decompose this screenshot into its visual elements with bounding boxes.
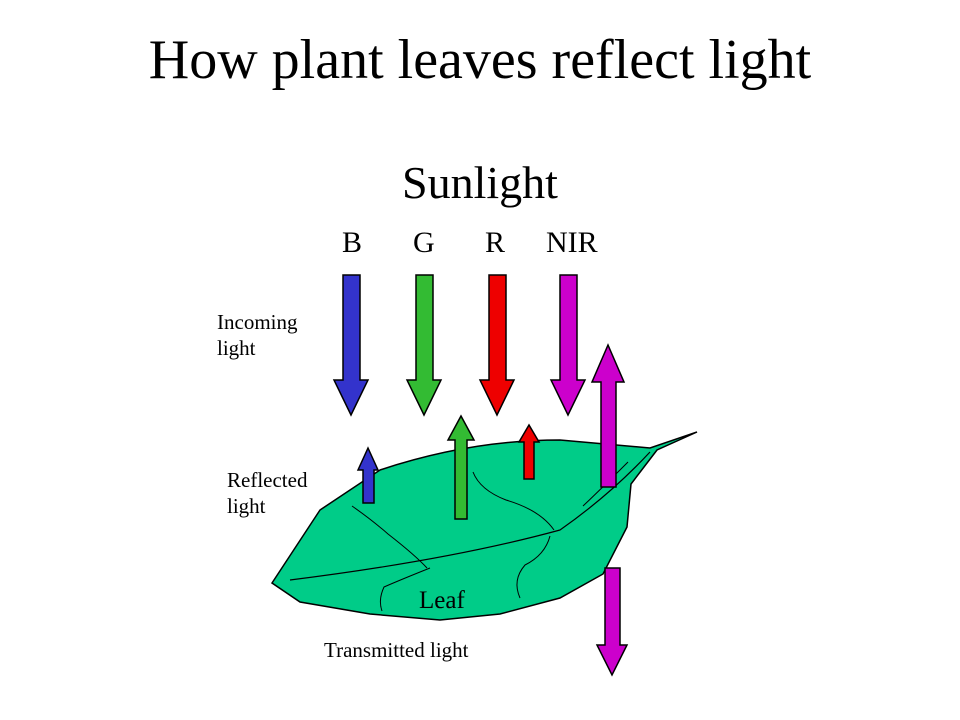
reflected-nir-arrow [590,343,626,488]
band-label-nir: NIR [546,226,598,259]
incoming-light-label: Incoming light [217,310,298,360]
transmitted-nir-arrow [595,567,629,677]
incoming-red-arrow [478,274,516,417]
leaf-midrib [289,451,651,581]
leaf-vein [379,567,431,612]
transmitted-light-label: Transmitted light [324,638,469,662]
reflected-red-arrow [517,423,541,480]
reflected-light-label: Reflected light [227,468,308,518]
leaf-shape [270,431,698,621]
incoming-green-arrow [405,274,443,417]
leaf-vein [351,505,428,569]
sunlight-label: Sunlight [402,157,558,208]
leaf-vein [472,471,555,531]
reflected-green-arrow [446,414,476,520]
band-label-red: R [485,226,506,259]
incoming-nir-arrow [549,274,587,417]
leaf-vein [516,535,551,599]
page-title: How plant leaves reflect light [148,29,812,91]
band-label-green: G [413,226,435,259]
leaf-label: Leaf [419,587,465,614]
reflected-blue-arrow [356,446,380,504]
incoming-blue-arrow [332,274,370,417]
band-label-blue: B [342,226,363,259]
